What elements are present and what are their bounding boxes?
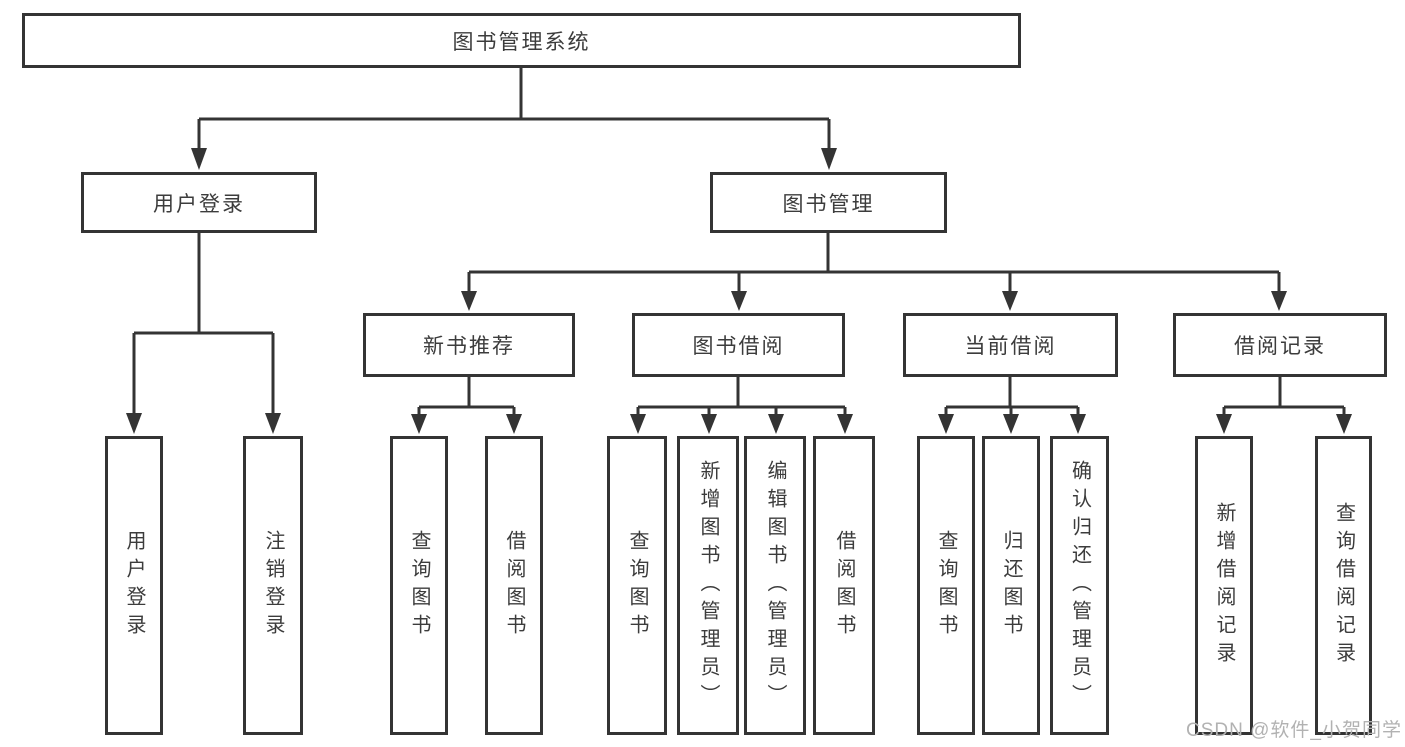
leaf-borrow-books-recommend: 借阅图书 bbox=[485, 436, 543, 735]
leaf-query-books-recommend: 查询图书 bbox=[390, 436, 448, 735]
leaf-add-borrow-record: 新增借阅记录 bbox=[1195, 436, 1253, 735]
node-root-library-system: 图书管理系统 bbox=[22, 13, 1021, 68]
csdn-watermark: CSDN @软件_小贺同学 bbox=[1186, 720, 1402, 741]
node-new-book-recommend: 新书推荐 bbox=[363, 313, 575, 377]
leaf-add-book-admin: 新增图书（管理员） bbox=[677, 436, 739, 735]
node-borrow-records: 借阅记录 bbox=[1173, 313, 1387, 377]
leaf-edit-book-admin: 编辑图书（管理员） bbox=[744, 436, 806, 735]
leaf-logout: 注销登录 bbox=[243, 436, 303, 735]
leaf-return-books: 归还图书 bbox=[982, 436, 1040, 735]
node-current-borrow: 当前借阅 bbox=[903, 313, 1118, 377]
leaf-query-borrow-record: 查询借阅记录 bbox=[1315, 436, 1372, 735]
leaf-user-login: 用户登录 bbox=[105, 436, 163, 735]
node-book-management: 图书管理 bbox=[710, 172, 947, 233]
leaf-query-books-current: 查询图书 bbox=[917, 436, 975, 735]
node-user-login: 用户登录 bbox=[81, 172, 317, 233]
node-book-borrow: 图书借阅 bbox=[632, 313, 845, 377]
leaf-query-books-borrow: 查询图书 bbox=[607, 436, 667, 735]
leaf-borrow-books: 借阅图书 bbox=[813, 436, 875, 735]
leaf-confirm-return-admin: 确认归还（管理员） bbox=[1050, 436, 1109, 735]
